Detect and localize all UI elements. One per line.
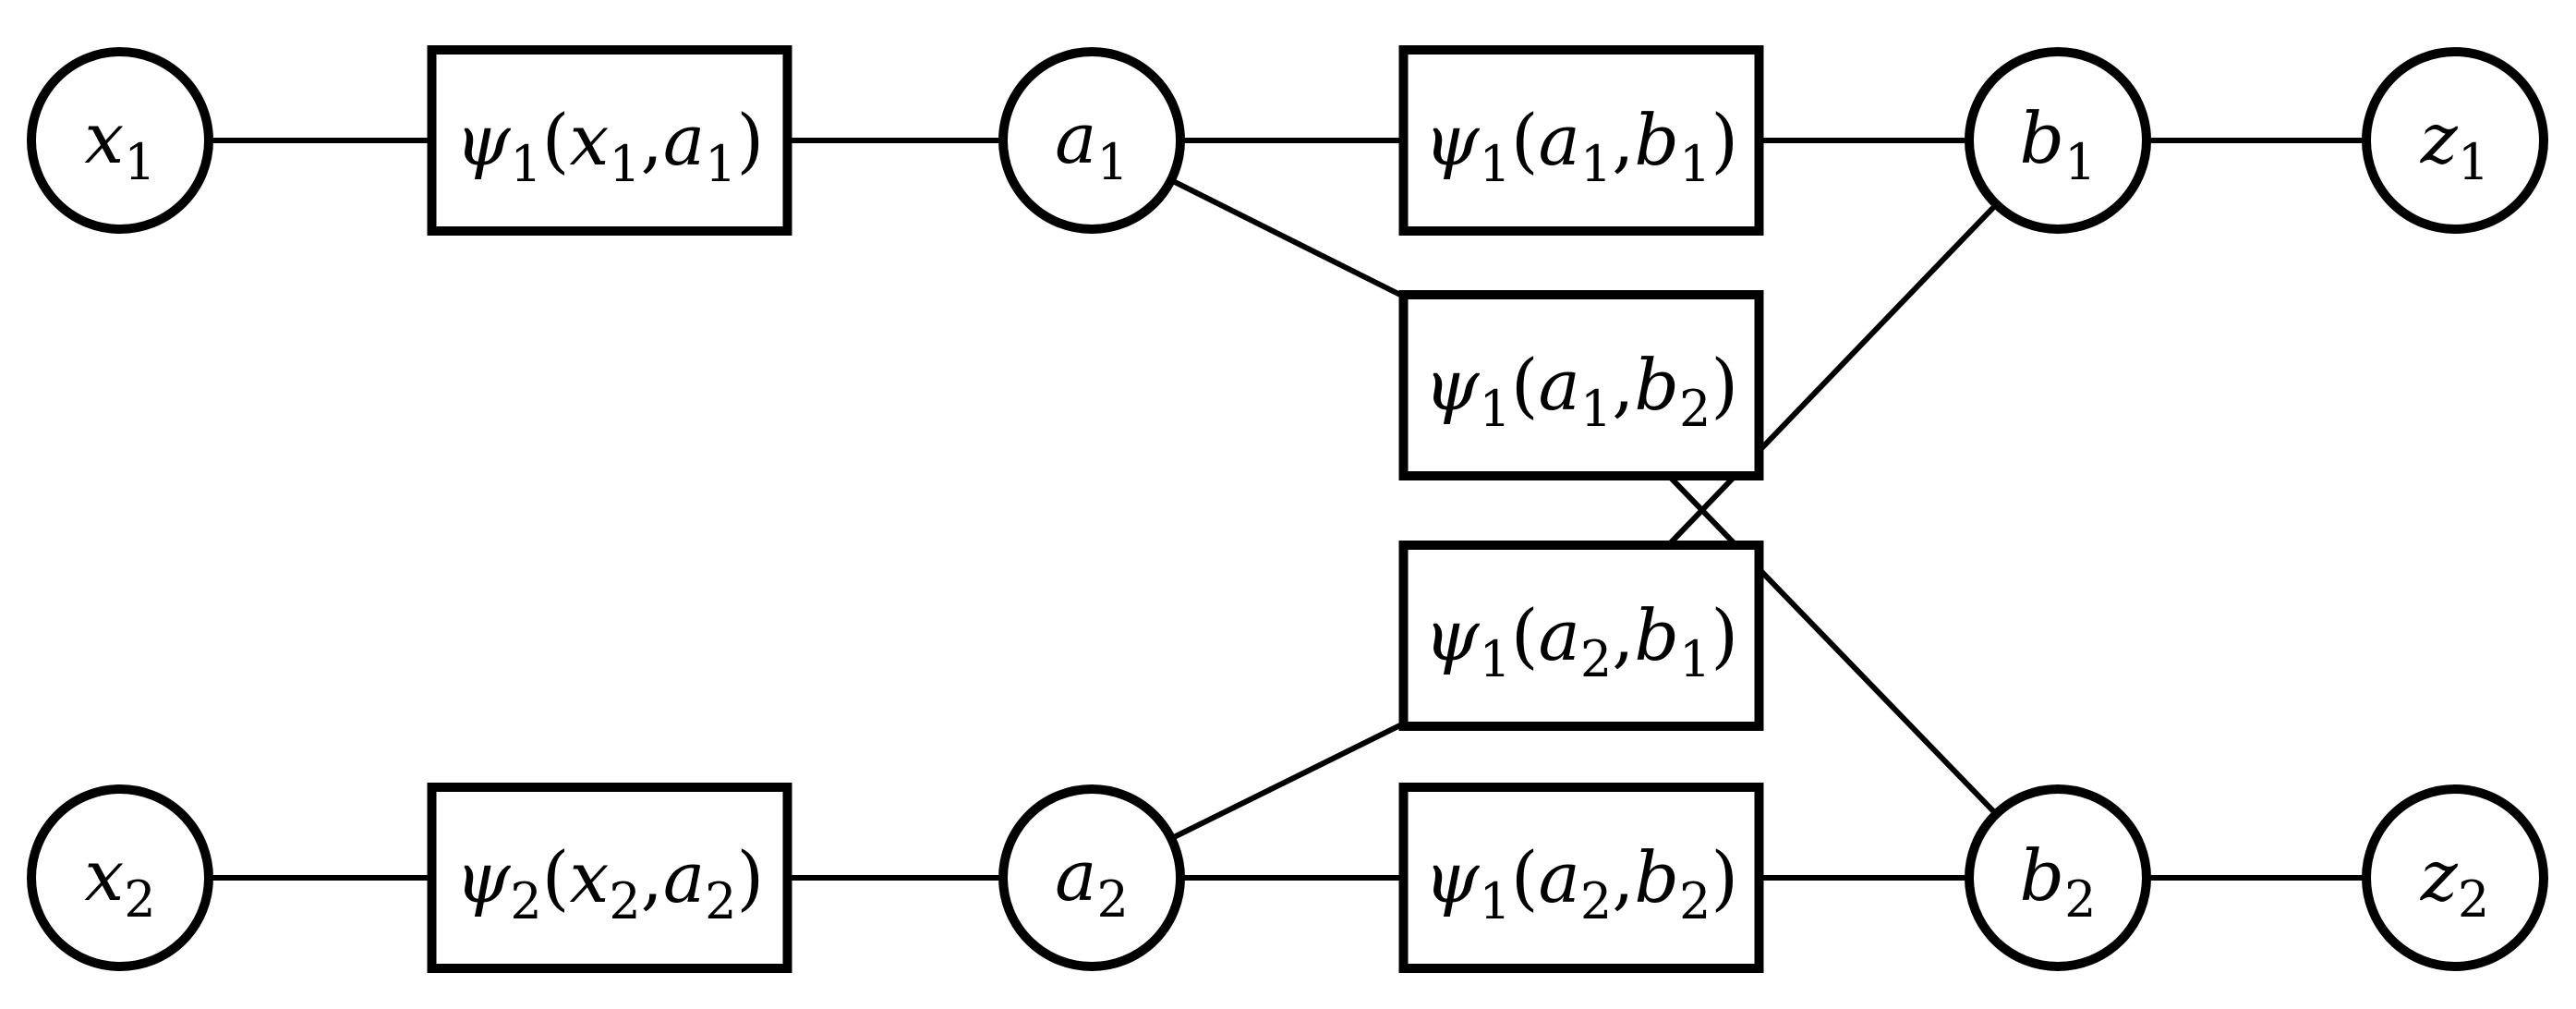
factor-node-f_a1b1: ψ1(a1,b1) xyxy=(1398,45,1764,236)
variable-label: a1 xyxy=(1055,97,1129,191)
factor-node-f_a2b2: ψ1(a2,b2) xyxy=(1398,783,1764,973)
edge-a2-f_a2b1 xyxy=(1169,721,1405,842)
variable-label: z2 xyxy=(2420,834,2489,929)
variable-label: z1 xyxy=(2420,97,2489,191)
variable-label: x1 xyxy=(84,97,155,191)
variable-circle xyxy=(998,784,1185,971)
factor-label: ψ1(a1,b2) xyxy=(1424,344,1738,438)
factor-box xyxy=(1398,290,1764,480)
variable-label: b2 xyxy=(2019,834,2096,929)
factor-label: ψ2(x2,a2) xyxy=(455,836,764,930)
variable-node-a2: a2 xyxy=(998,784,1185,971)
factor-node-f_x2a2: ψ2(x2,a2) xyxy=(427,783,792,973)
factor-node-f_x1a1: ψ1(x1,a1) xyxy=(427,45,792,236)
variable-circle xyxy=(1965,784,2151,971)
edge-f_a2b1-b1 xyxy=(1666,202,1999,548)
variable-node-a1: a1 xyxy=(998,47,1185,234)
variable-circle xyxy=(2362,47,2548,234)
variable-circle xyxy=(1965,47,2151,234)
variable-circle xyxy=(27,784,213,971)
edge-a1-f_a1b2 xyxy=(1169,177,1405,299)
factor-box xyxy=(1398,45,1764,236)
factor-box xyxy=(1398,541,1764,731)
factor-node-f_a1b2: ψ1(a1,b2) xyxy=(1398,290,1764,480)
variable-node-b1: b1 xyxy=(1965,47,2151,234)
factor-box xyxy=(1398,783,1764,973)
variable-node-x1: x1 xyxy=(27,47,213,234)
edge-f_a1b2-b2 xyxy=(1666,473,1999,817)
variable-label: b1 xyxy=(2019,97,2096,191)
variable-circle xyxy=(998,47,1185,234)
factor-box xyxy=(427,783,792,973)
variable-label: x2 xyxy=(84,834,155,929)
factor-label: ψ1(a1,b1) xyxy=(1424,99,1738,193)
variable-node-z2: z2 xyxy=(2362,784,2548,971)
variable-node-z1: z1 xyxy=(2362,47,2548,234)
factor-box xyxy=(427,45,792,236)
variable-label: a2 xyxy=(1055,834,1129,929)
variable-node-x2: x2 xyxy=(27,784,213,971)
factor-label: ψ1(a2,b1) xyxy=(1424,594,1738,688)
edges-layer xyxy=(209,138,2366,881)
variable-node-b2: b2 xyxy=(1965,784,2151,971)
factor-node-f_a2b1: ψ1(a2,b1) xyxy=(1398,541,1764,731)
variable-circle xyxy=(27,47,213,234)
variable-circle xyxy=(2362,784,2548,971)
factor-label: ψ1(x1,a1) xyxy=(455,99,764,193)
factor-label: ψ1(a2,b2) xyxy=(1424,836,1738,930)
